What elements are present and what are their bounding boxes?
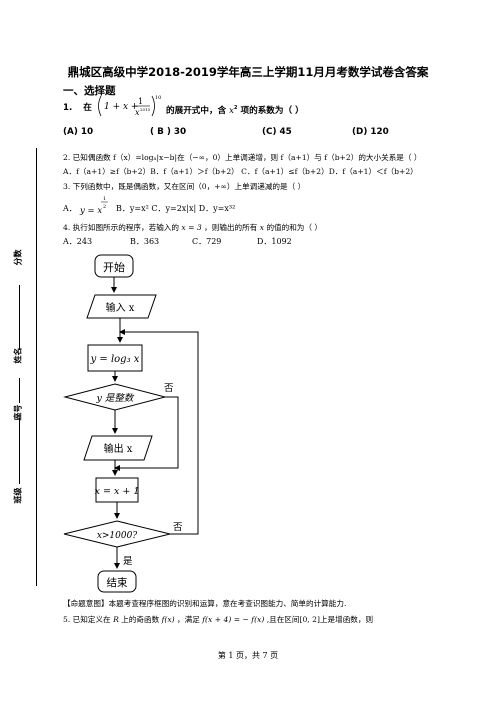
q1-mid: 的展开式中，含 [166, 105, 227, 116]
q1-frac-den: x [135, 108, 140, 117]
fc-input-box [86, 294, 157, 319]
page-footer: 第 1 页，共 7 页 [217, 651, 279, 660]
q1-option-c: (C) 45 [262, 127, 292, 137]
score-line [19, 285, 20, 308]
q1-frac-num: 1 [138, 97, 143, 106]
q1-den-exp: 2015 [140, 107, 151, 112]
fc-end-text: 结束 [107, 576, 128, 589]
fc-output-box [83, 435, 153, 461]
q4-var: x = 3 [181, 223, 202, 232]
q4-stem-c: 的值的和为（ ） [266, 223, 323, 232]
fc-increment-text: x = x + 1 [95, 486, 140, 497]
fc-no2-label: 否 [173, 522, 183, 533]
q5-a: 5. 已知定义在 [63, 615, 111, 624]
q1-pre: 在 [83, 103, 92, 113]
fc-start-text: 开始 [103, 260, 125, 274]
q5-c: 上的奇函数 [121, 615, 160, 624]
q5-d: f(x) [161, 615, 175, 624]
q4-var2: x [259, 223, 265, 232]
q1-formula: 1 + x + 1 x 2015 10 [98, 95, 161, 117]
q5-g: ,且在区间[0, 2]上是增函数，则 [266, 615, 374, 624]
q3-a-expr: y = x [79, 206, 102, 216]
fc-input-text: 输入 x [106, 301, 135, 314]
q1-number: 1. [63, 103, 73, 113]
q5-e: ，满足 [177, 615, 200, 624]
name-line [19, 300, 20, 350]
section-heading: 一、选择题 [63, 85, 116, 97]
flowchart: 开始 输入 x y = log₃ x y 是整数 否 输出 x x = x + … [63, 254, 199, 593]
q1-option-d: (D) 120 [352, 127, 389, 137]
q2-stem: 2. 已知偶函数 f（x）=logₐ|x−b|在（−∞，0）上单调递增，则 f（… [63, 153, 422, 162]
fc-output-text: 输出 x [104, 442, 133, 455]
seat-line [19, 378, 20, 403]
q1-post: 项的系数为（ ） [240, 105, 304, 116]
q3-option-a-formula: y = x 1 2 [79, 196, 108, 216]
fc-decision1-text: y 是整数 [96, 393, 135, 404]
q1-option-b: ( B ) 30 [150, 127, 187, 137]
fc-assign-text: y = log₃ x [90, 354, 140, 365]
name-label: 姓名 [13, 347, 23, 364]
fc-end-box [97, 570, 137, 593]
binding-line [36, 148, 37, 586]
q4-stem: 4. 执行如图所示的程序，若输入的 x = 3 ，则输出的所有 x 的值的和为（… [63, 222, 322, 233]
fc-no1-label: 否 [164, 383, 174, 394]
seat-label: 座号 [13, 404, 23, 421]
q5-b: R [113, 615, 119, 624]
fc-yes-label: 是 [123, 556, 133, 567]
commentary: 【命题意图】本题考查程序框图的识别和运算，意在考查识图能力、简单的计算能力. [63, 599, 347, 608]
fc-decision2-text: x>1000? [97, 531, 138, 541]
fc-assign-box [87, 344, 143, 372]
q1-outer-exp: 10 [155, 95, 161, 101]
q3-stem: 3. 下列函数中，既是偶函数，又在区间（0，+∞）上单调递减的是（ ） [63, 182, 306, 191]
q1-expr: 1 + x + [104, 102, 138, 112]
q2-options: A．f（a+1）≥f（b+2）B．f（a+1）＞f（b+2） C．f（a+1）≤… [63, 167, 418, 176]
page-title: 鼎城区高级中学2018-2019学年高三上学期11月月考数学试卷含答案 [67, 65, 429, 79]
class-line [19, 418, 20, 484]
q5-f: f(x + 4) = − f(x) [202, 615, 265, 624]
q1-tail: 的展开式中，含 x2 项的系数为（ ） [166, 103, 304, 117]
question-5: 5. 已知定义在 R 上的奇函数 f(x) ，满足 f(x + 4) = − f… [63, 614, 373, 625]
score-label: 分数 [13, 249, 23, 266]
q1-term-exp: 2 [234, 105, 238, 111]
q3-options-rest: B．y=x² C．y=2x|x| D．y=x³² [116, 204, 236, 213]
q4-option-a: A．243 [63, 237, 93, 246]
q1-option-a: (A) 10 [63, 127, 94, 137]
q1-term: x [229, 105, 235, 116]
q4-option-d: D．1092 [257, 237, 292, 246]
q3-option-a-label: A． [63, 204, 77, 213]
q3-a-exp-num: 1 [103, 196, 106, 202]
q4-option-b: B．363 [130, 237, 160, 246]
class-label: 班级 [13, 487, 23, 504]
q4-option-c: C．729 [192, 237, 222, 246]
q4-stem-a: 4. 执行如图所示的程序，若输入的 [63, 223, 179, 232]
q3-a-exp-den: 2 [103, 204, 106, 210]
question-1: 1. 在 [63, 103, 92, 114]
q4-stem-b: ，则输出的所有 [204, 223, 258, 232]
